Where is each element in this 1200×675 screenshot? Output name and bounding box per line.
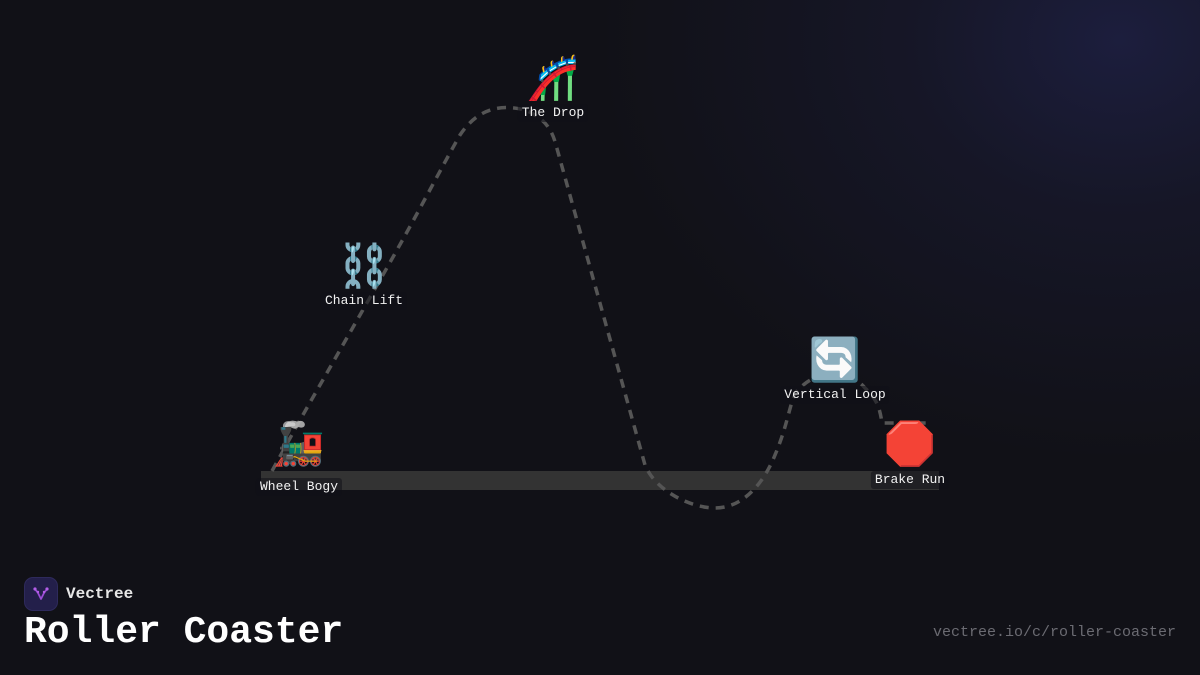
node-label: The Drop — [517, 104, 589, 122]
loop-arrows-icon: 🔄 — [808, 335, 862, 384]
stop-sign-icon: 🛑 — [883, 419, 937, 468]
page-title: Roller Coaster — [24, 611, 344, 654]
brand: Vectree — [24, 577, 133, 611]
node-wheel-bogy[interactable]: 🚂 Wheel Bogy — [255, 419, 343, 496]
vectree-logo-icon — [24, 577, 58, 611]
node-chain-lift[interactable]: ⛓️ Chain Lift — [320, 241, 408, 310]
chains-icon: ⛓️ — [337, 241, 391, 290]
node-label: Wheel Bogy — [255, 478, 343, 496]
locomotive-icon: 🚂 — [272, 419, 326, 468]
node-brake-run[interactable]: 🛑 Brake Run — [870, 419, 950, 489]
roller-coaster-icon: 🎢 — [526, 53, 580, 102]
track-dashed-line — [270, 105, 930, 510]
page-url[interactable]: vectree.io/c/roller-coaster — [932, 624, 1176, 641]
ground-track-bar — [261, 471, 939, 490]
node-label: Vertical Loop — [780, 386, 890, 404]
node-label: Brake Run — [870, 471, 950, 489]
brand-name: Vectree — [66, 585, 134, 603]
node-vertical-loop[interactable]: 🔄 Vertical Loop — [780, 335, 890, 404]
node-the-drop[interactable]: 🎢 The Drop — [517, 53, 589, 122]
node-label: Chain Lift — [320, 292, 408, 310]
